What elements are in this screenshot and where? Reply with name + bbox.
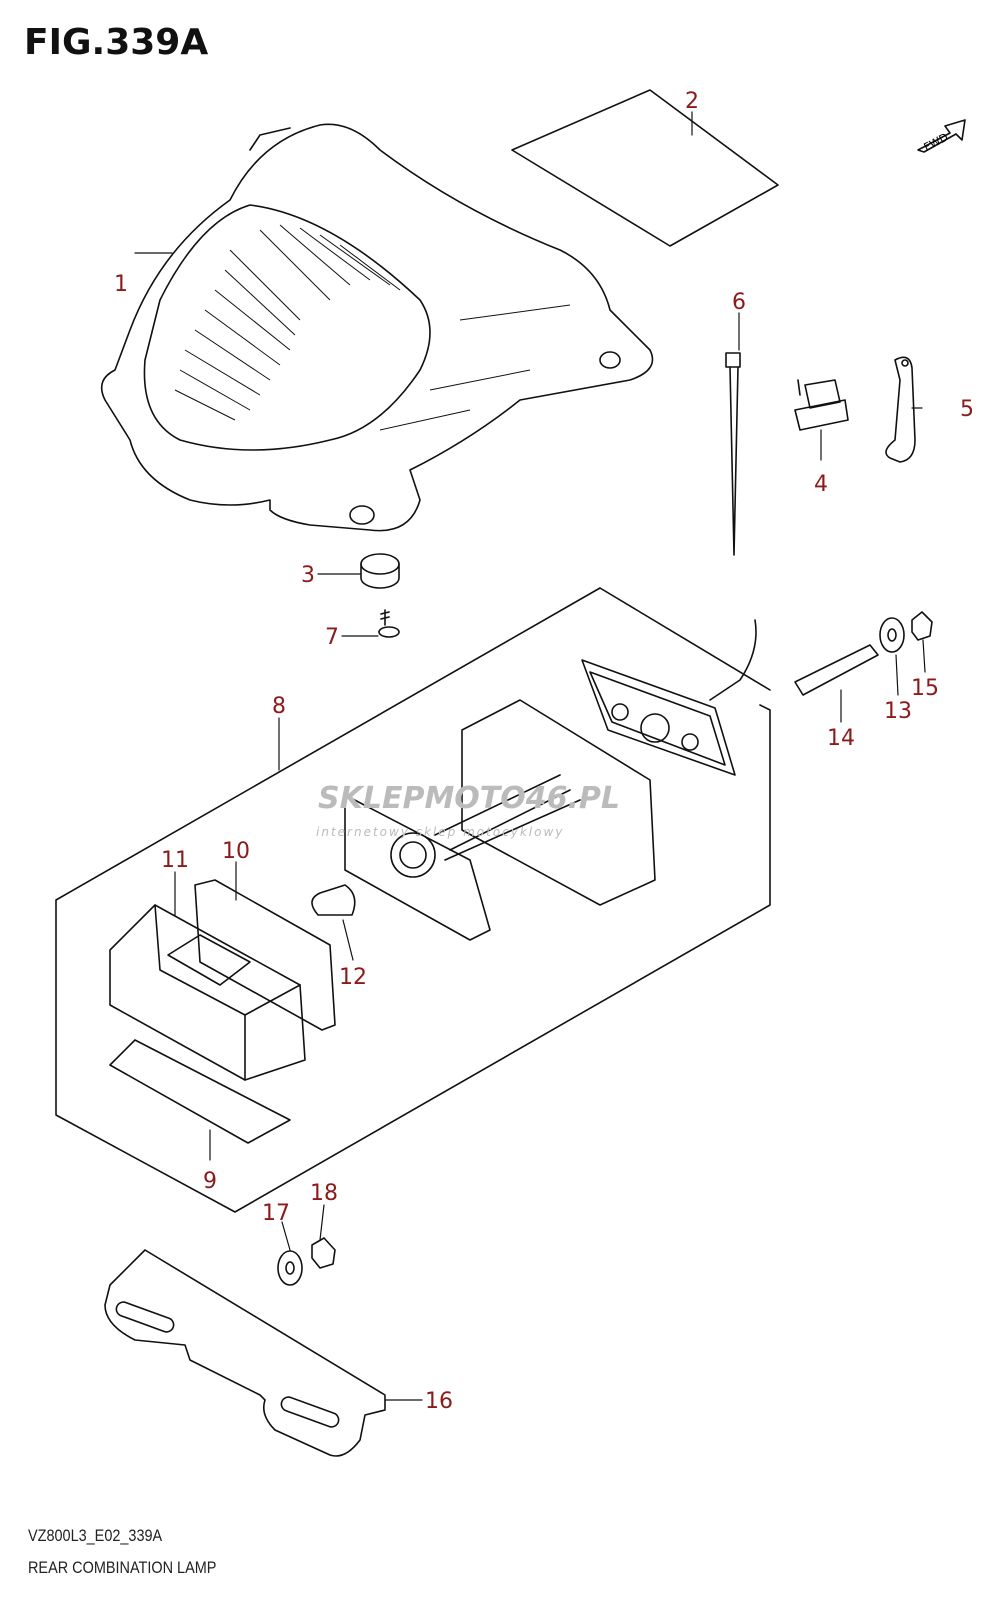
callout-2: 2 (685, 89, 699, 114)
diagram-name: REAR COMBINATION LAMP (28, 1558, 217, 1577)
leader-lines (134, 111, 926, 1401)
callout-12: 12 (339, 965, 367, 990)
part-17-washer (277, 1250, 303, 1286)
callout-6: 6 (732, 290, 746, 315)
part-18-nut (311, 1237, 336, 1269)
callout-16: 16 (425, 1389, 453, 1414)
callout-5: 5 (960, 397, 974, 422)
part-3-grommet (360, 553, 400, 589)
part-4-clamp (794, 379, 849, 431)
part-2-sheet (511, 89, 779, 247)
callout-15: 15 (911, 676, 939, 701)
watermark: SKLEPMOTO46.PL internetowy sklep motocyk… (316, 781, 620, 839)
callout-4: 4 (814, 472, 828, 497)
part-13-washer (879, 617, 905, 653)
lamp-base-components (344, 619, 757, 941)
part-6-cable-tie (725, 352, 741, 556)
callout-14: 14 (827, 726, 855, 751)
fwd-label: FWD (922, 131, 951, 155)
callout-7: 7 (325, 625, 339, 650)
diagram-code: VZ800L3_E02_339A (28, 1526, 163, 1545)
callout-17: 17 (262, 1201, 290, 1226)
callout-labels: 1 2 3 4 5 6 7 8 9 10 11 12 13 14 15 16 1… (114, 89, 974, 1414)
part-9-plate (109, 1039, 291, 1144)
callout-9: 9 (203, 1169, 217, 1194)
callout-11: 11 (161, 848, 189, 873)
part-11-lens (109, 904, 306, 1081)
part-7-screw (378, 609, 400, 638)
part-8-assembly-outline (55, 587, 771, 1213)
callout-1: 1 (114, 272, 128, 297)
callout-8: 8 (272, 694, 286, 719)
callout-10: 10 (222, 839, 250, 864)
callout-18: 18 (310, 1181, 338, 1206)
part-15-nut (911, 611, 933, 641)
part-1-lamp-housing (100, 123, 654, 532)
part-5-bracket (885, 356, 916, 463)
watermark-main: SKLEPMOTO46.PL (318, 781, 620, 816)
callout-13: 13 (884, 699, 912, 724)
callout-3: 3 (301, 563, 315, 588)
watermark-sub: internetowy sklep motocyklowy (316, 825, 564, 839)
part-16-bracket (104, 1249, 386, 1457)
part-10-gasket (194, 879, 336, 1031)
part-12-bulb (311, 884, 356, 916)
figure-title: FIG.339A (24, 22, 209, 63)
fwd-arrow-icon: FWD (917, 119, 966, 155)
part-14-pin (794, 644, 879, 696)
